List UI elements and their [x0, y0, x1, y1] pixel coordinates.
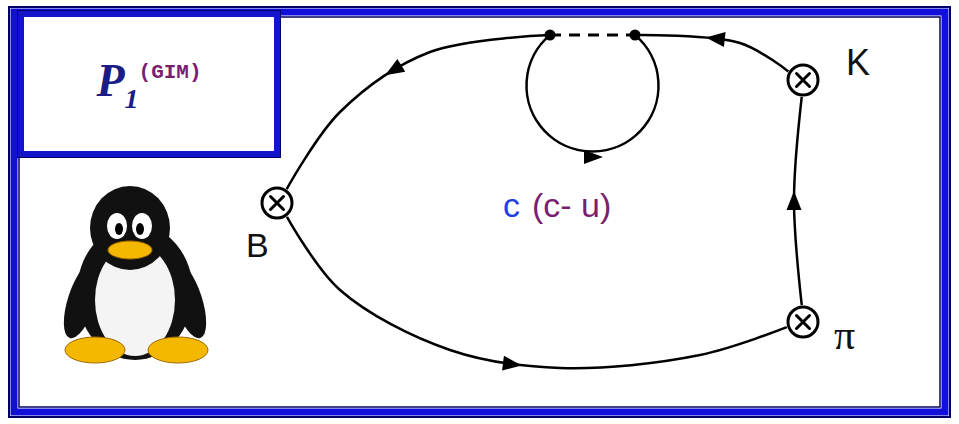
quark-label: (c- u)	[532, 186, 611, 225]
quark-line	[287, 30, 789, 189]
operator-name: P1(GIM)	[96, 54, 201, 115]
quark-label: c	[503, 186, 520, 225]
arrowhead	[381, 59, 405, 82]
operator-tag: (GIM)	[139, 61, 202, 84]
meson-vertex: K	[786, 63, 820, 97]
quark-line-segment	[287, 35, 550, 189]
frame-outline	[9, 7, 950, 417]
operator-symbol: P	[96, 55, 124, 106]
meson-vertex: π	[786, 305, 820, 339]
arrowhead	[502, 356, 523, 373]
frame-inner-line	[19, 17, 940, 407]
title-box: P1(GIM)	[18, 11, 280, 157]
frame-border	[14, 12, 945, 412]
loop-arrowhead	[584, 150, 603, 164]
quark-line-segment	[287, 217, 787, 368]
arrowhead	[705, 30, 726, 47]
arrowhead	[786, 191, 801, 210]
insertion-symbol	[786, 305, 820, 339]
operator-dash	[550, 34, 635, 37]
quark-line	[287, 217, 787, 373]
quark-line	[786, 97, 801, 305]
loop-line	[526, 35, 658, 151]
insertion-symbol	[786, 63, 820, 97]
insertion-symbol	[260, 186, 294, 220]
meson-vertex: B	[260, 186, 294, 220]
meson-label: π	[834, 311, 855, 359]
meson-label: K	[846, 42, 870, 84]
meson-label: B	[246, 226, 269, 265]
penguin-illustration	[56, 186, 213, 363]
quark-loop	[526, 30, 658, 165]
operator-index: 1	[125, 83, 139, 114]
